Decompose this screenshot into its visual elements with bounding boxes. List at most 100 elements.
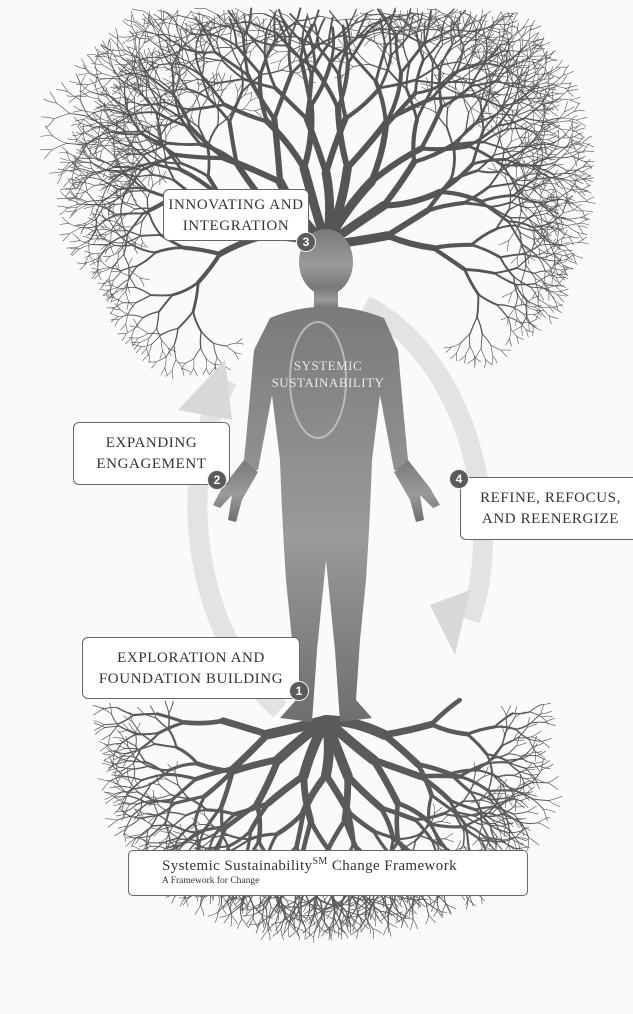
twig: [517, 247, 521, 257]
twig: [116, 28, 118, 38]
twig: [84, 185, 94, 192]
twig: [549, 801, 560, 807]
twig: [205, 8, 217, 14]
twig: [521, 122, 528, 128]
twig: [135, 287, 151, 295]
branch: [181, 118, 201, 144]
twig: [183, 368, 185, 376]
twig: [110, 268, 122, 271]
twig: [124, 805, 129, 814]
twig: [115, 303, 124, 308]
twig: [538, 122, 550, 123]
twig: [578, 165, 586, 170]
twig: [514, 740, 524, 741]
twig: [61, 189, 71, 190]
twig: [121, 88, 127, 98]
twig: [127, 154, 146, 155]
twig: [529, 739, 535, 751]
twig: [41, 117, 54, 119]
twig: [121, 324, 126, 331]
branch: [433, 248, 465, 270]
twig: [409, 49, 419, 65]
twig: [425, 30, 452, 43]
twig: [160, 58, 165, 67]
twig: [545, 722, 556, 725]
twig: [497, 305, 508, 317]
twig: [450, 353, 456, 359]
twig: [463, 16, 465, 26]
twig: [103, 145, 115, 146]
twig: [72, 249, 80, 256]
twig: [174, 62, 187, 64]
twig: [148, 48, 152, 56]
twig: [514, 812, 528, 814]
twig: [511, 257, 517, 263]
twig: [323, 895, 327, 906]
branch: [327, 820, 345, 851]
twig: [538, 299, 540, 311]
branch: [473, 130, 484, 164]
twig: [193, 311, 201, 331]
twig: [81, 165, 92, 168]
twig: [501, 350, 507, 357]
twig: [125, 258, 129, 265]
twig: [144, 17, 145, 27]
twig: [560, 289, 568, 292]
twig: [169, 812, 186, 815]
twig: [111, 319, 119, 320]
twig: [436, 8, 437, 17]
twig: [516, 284, 535, 285]
twig: [134, 763, 135, 777]
twig: [329, 929, 330, 940]
twig: [432, 64, 433, 90]
twig: [531, 722, 545, 723]
twig: [98, 283, 105, 284]
twig: [541, 703, 551, 705]
twig: [427, 9, 436, 10]
twig: [150, 216, 161, 235]
twig: [152, 334, 162, 344]
twig: [511, 132, 512, 142]
twig: [470, 895, 473, 906]
twig: [122, 137, 135, 139]
twig: [174, 76, 180, 94]
twig: [489, 36, 490, 46]
twig: [167, 44, 177, 46]
twig: [218, 902, 227, 912]
twig: [442, 904, 446, 915]
twig: [99, 742, 108, 746]
twig: [549, 131, 560, 137]
twig: [105, 794, 115, 800]
twig: [528, 812, 539, 814]
twig: [522, 28, 527, 37]
twig: [533, 45, 543, 46]
twig: [482, 11, 491, 17]
framework-title-main: Systemic Sustainability: [162, 858, 312, 874]
twig: [247, 30, 260, 31]
twig: [201, 348, 207, 359]
twig: [143, 354, 149, 360]
twig: [136, 295, 151, 303]
twig: [57, 103, 70, 113]
twig: [578, 243, 589, 244]
twig: [138, 253, 156, 266]
twig: [166, 346, 174, 358]
twig: [69, 248, 79, 249]
twig: [153, 179, 162, 186]
branch: [168, 143, 200, 144]
stage-3-badge: 3: [296, 232, 316, 252]
twig: [90, 149, 91, 158]
twig: [195, 896, 205, 897]
branch: [397, 803, 398, 842]
twig: [115, 242, 127, 243]
twig: [546, 190, 553, 195]
twig: [536, 155, 541, 160]
twig: [549, 796, 562, 800]
twig: [102, 222, 106, 227]
branch: [451, 151, 455, 181]
twig: [199, 12, 200, 21]
twig: [491, 345, 501, 350]
twig: [528, 806, 537, 812]
twig: [110, 252, 119, 256]
twig: [516, 723, 531, 729]
